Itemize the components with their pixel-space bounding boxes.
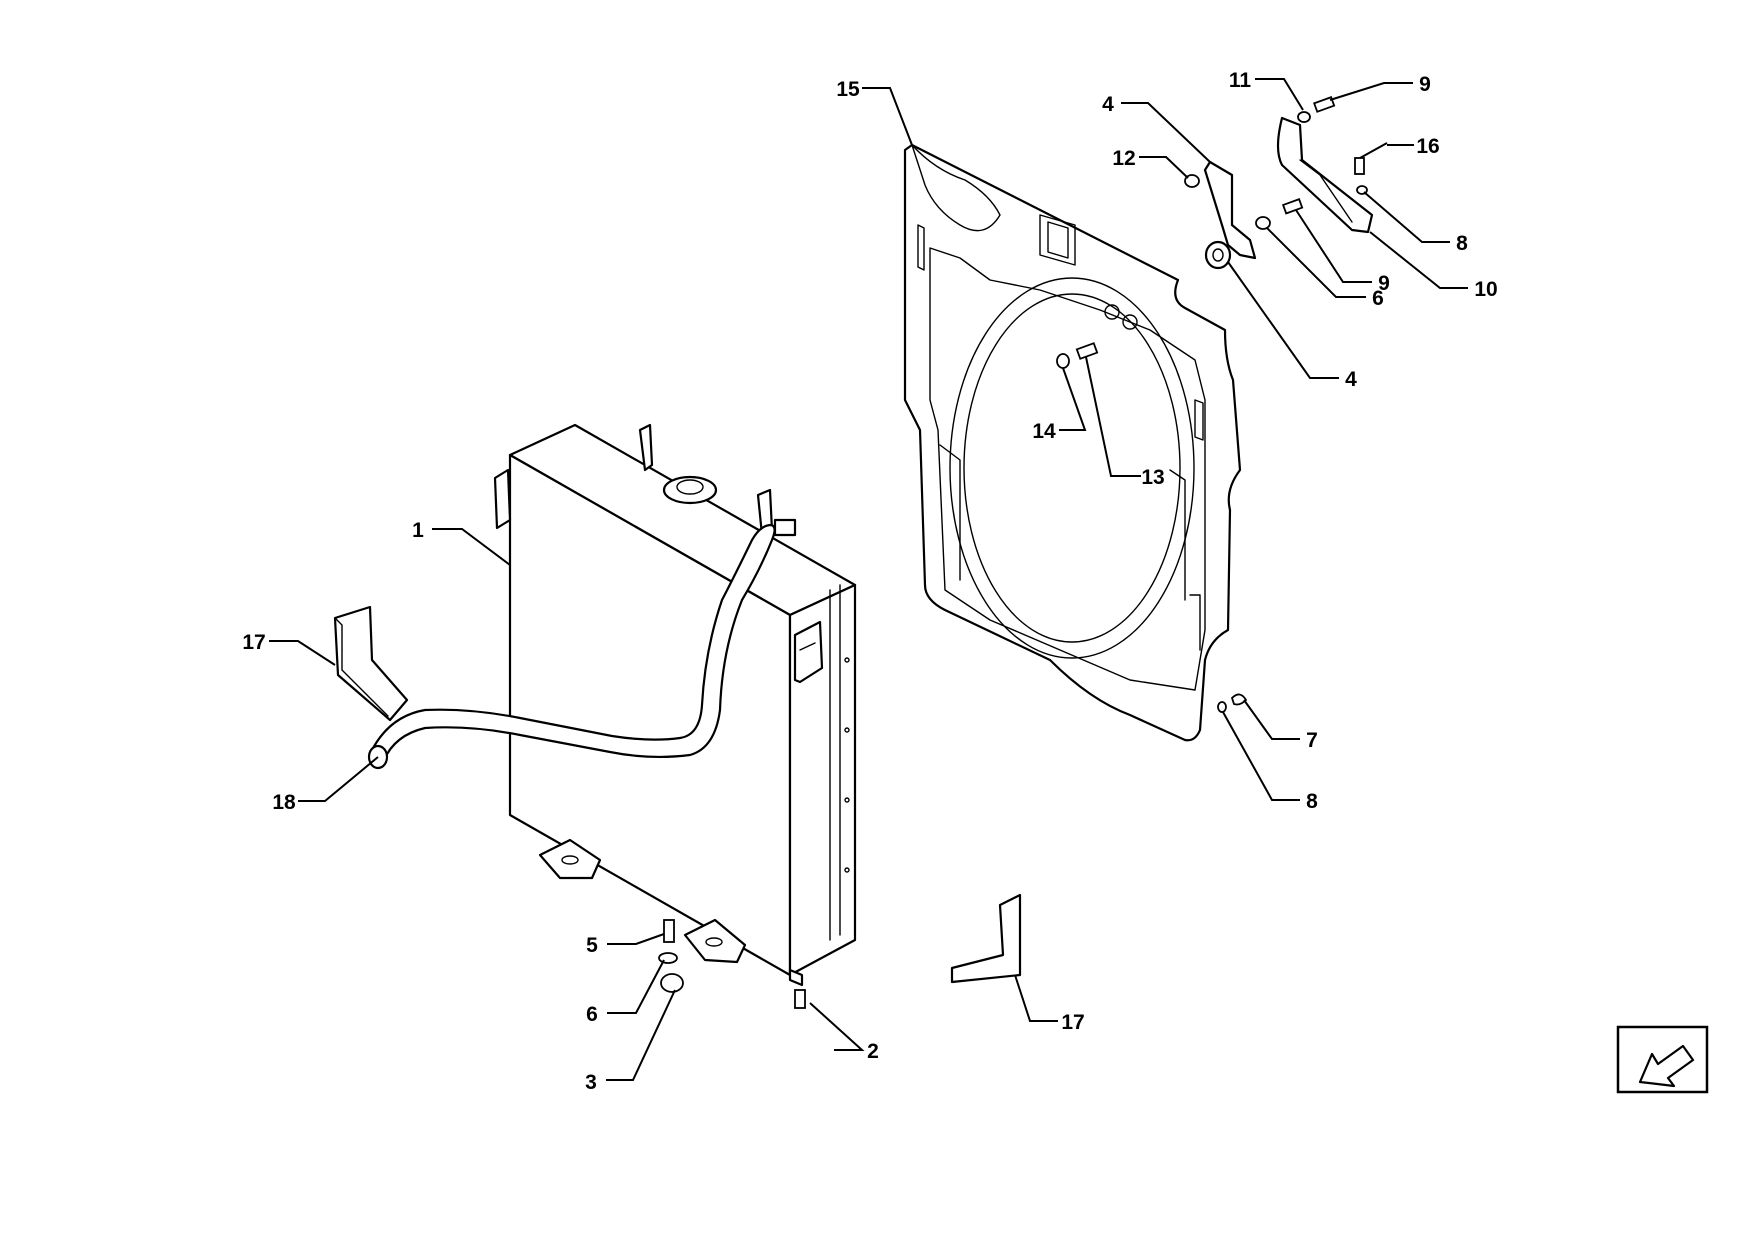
radiator <box>493 423 857 987</box>
callout-16: 16 <box>1416 135 1439 158</box>
callout-10: 10 <box>1474 278 1497 301</box>
mounting-bracket-4 <box>1203 160 1257 270</box>
callout-labels: 1 2 3 4 4 5 6 6 7 8 8 9 9 10 11 12 13 14… <box>242 69 1497 1094</box>
leader-lines <box>269 78 1468 1081</box>
callout-2: 2 <box>867 1040 879 1063</box>
callout-8-bottom: 8 <box>1306 790 1318 813</box>
callout-15: 15 <box>836 78 860 101</box>
mounting-bracket-10 <box>1276 116 1374 234</box>
callout-6-bottom: 6 <box>586 1003 598 1026</box>
support-bracket-lower <box>950 893 1022 984</box>
callout-11: 11 <box>1229 69 1252 92</box>
hardware <box>658 96 1368 1009</box>
callout-4-bottom: 4 <box>1345 368 1357 391</box>
fan-shroud <box>903 143 1242 742</box>
callout-12: 12 <box>1112 147 1135 170</box>
callout-18: 18 <box>272 791 296 814</box>
callout-6-top: 6 <box>1372 287 1384 310</box>
callout-17-left: 17 <box>242 631 265 654</box>
callout-1: 1 <box>412 519 424 542</box>
callout-8-top: 8 <box>1456 232 1468 255</box>
callout-5: 5 <box>586 934 598 957</box>
support-bracket-left <box>333 605 409 722</box>
callout-13: 13 <box>1141 466 1164 489</box>
callout-4-top: 4 <box>1102 93 1114 116</box>
callout-7: 7 <box>1306 729 1318 752</box>
callout-9-top: 9 <box>1419 73 1431 96</box>
callout-14: 14 <box>1032 420 1056 443</box>
callout-3: 3 <box>585 1071 597 1094</box>
callout-9-middle: 9 <box>1378 272 1390 295</box>
callout-17-lower: 17 <box>1061 1011 1084 1034</box>
arrow-down-left-icon <box>1616 1025 1709 1094</box>
